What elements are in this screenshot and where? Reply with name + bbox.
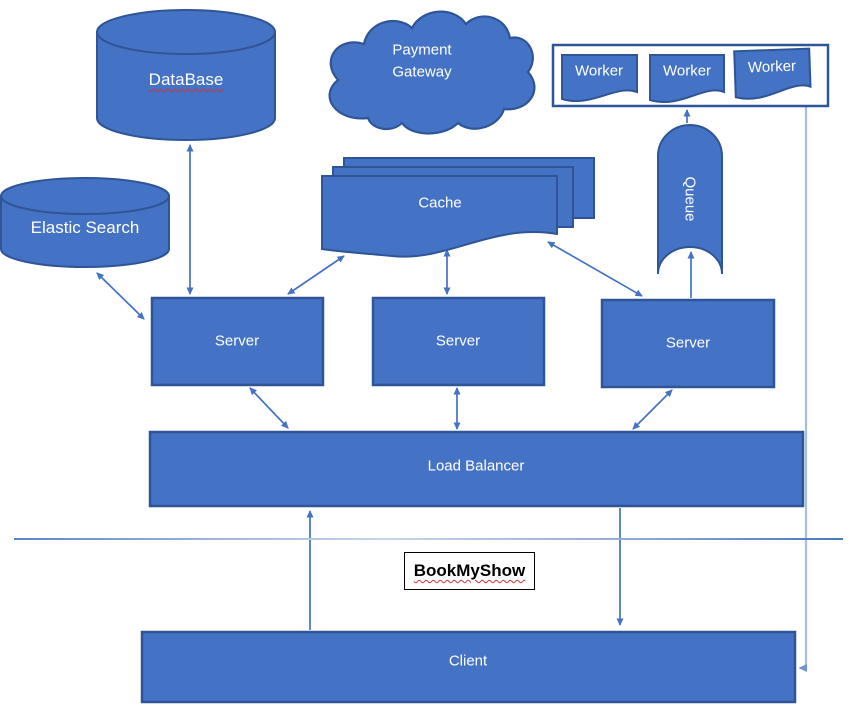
cache-shape[interactable] bbox=[321, 157, 595, 258]
queue-shape[interactable] bbox=[657, 124, 723, 275]
divider-line bbox=[14, 538, 843, 540]
load-balancer-shape[interactable] bbox=[148, 430, 805, 508]
server-1-shape[interactable] bbox=[150, 296, 325, 387]
edge-server1-loadbalancer[interactable] bbox=[249, 387, 289, 429]
server-3-shape[interactable] bbox=[600, 298, 776, 389]
edge-cache-server1[interactable] bbox=[287, 255, 345, 295]
worker-1-shape[interactable] bbox=[561, 54, 638, 102]
worker-3-shape[interactable] bbox=[733, 47, 812, 100]
elastic-search-shape[interactable] bbox=[0, 177, 170, 268]
server-2-shape[interactable] bbox=[371, 296, 546, 387]
edge-workers-client[interactable] bbox=[798, 107, 808, 672]
worker-2-shape[interactable] bbox=[649, 54, 725, 103]
edge-cache-server3[interactable] bbox=[547, 241, 643, 297]
payment-gateway-shape[interactable] bbox=[328, 10, 536, 135]
client-shape[interactable] bbox=[140, 630, 797, 704]
edge-elastic-server1[interactable] bbox=[96, 272, 145, 320]
edge-server3-loadbalancer[interactable] bbox=[632, 389, 673, 430]
database-shape[interactable] bbox=[96, 9, 276, 141]
brand-label: BookMyShow bbox=[413, 561, 526, 580]
brand-label-box[interactable]: BookMyShow bbox=[404, 552, 535, 590]
